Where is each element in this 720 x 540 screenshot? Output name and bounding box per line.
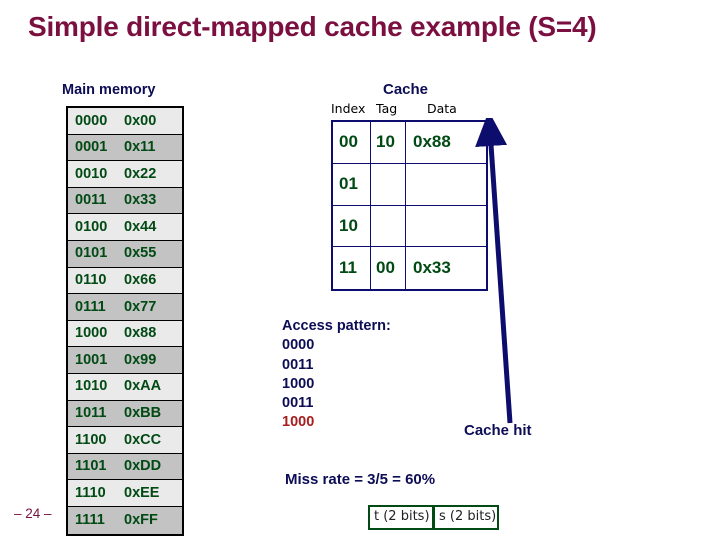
- memory-row: 1111 0xFF: [68, 506, 182, 534]
- memory-address: 1011: [75, 405, 107, 422]
- memory-address: 0011: [75, 192, 107, 209]
- memory-row: 1001 0x99: [68, 347, 182, 374]
- memory-value: 0xBB: [124, 405, 162, 422]
- memory-value: 0x55: [124, 245, 157, 262]
- memory-row: 1101 0xDD: [68, 453, 182, 481]
- memory-value: 0x88: [124, 325, 157, 342]
- cache-tag: [371, 205, 406, 247]
- access-pattern-item: 0011: [282, 356, 314, 373]
- memory-row: 0001 0x11: [68, 134, 182, 162]
- page-number: – 24 –: [14, 506, 52, 521]
- cache-index: 10: [333, 205, 371, 247]
- memory-value: 0x22: [124, 165, 157, 182]
- memory-row: 0100 0x44: [68, 214, 182, 241]
- memory-row: 0011 0x33: [68, 187, 182, 215]
- main-memory-table: 0000 0x00 0001 0x11 0010 0x22 0011 0x33 0100 0x44…: [66, 106, 184, 536]
- set-bitfield-box: s (2 bits): [434, 505, 499, 530]
- cache-row: 10: [333, 205, 486, 248]
- cache-tag: 10: [371, 122, 406, 163]
- memory-value: 0xDD: [124, 458, 162, 475]
- memory-value: 0x77: [124, 298, 157, 315]
- access-pattern-block: Access pattern: 0000 0011 1000 0011 1000: [282, 317, 391, 433]
- memory-value: 0x44: [124, 218, 157, 235]
- tag-bitfield-box: t (2 bits): [368, 505, 434, 530]
- cache-hit-arrow-icon: [475, 118, 513, 424]
- miss-rate-text: Miss rate = 3/5 = 60%: [285, 471, 436, 488]
- memory-address: 0000: [75, 112, 108, 129]
- memory-value: 0xCC: [124, 431, 162, 448]
- cache-index: 11: [333, 247, 371, 289]
- main-memory-label: Main memory: [62, 82, 156, 98]
- access-pattern-item-hit: 1000: [282, 414, 315, 431]
- memory-row: 0110 0x66: [68, 267, 182, 295]
- page-title: Simple direct-mapped cache example (S=4): [28, 11, 597, 42]
- memory-row: 0101 0x55: [68, 240, 182, 268]
- memory-address: 1111: [75, 511, 105, 528]
- cache-header-data: Data: [427, 101, 457, 116]
- cache-hit-annotation: Cache hit: [464, 422, 532, 439]
- memory-address: 0111: [75, 298, 106, 315]
- memory-row: 1100 0xCC: [68, 427, 182, 454]
- access-pattern-item: 0000: [282, 337, 315, 354]
- memory-row: 1011 0xBB: [68, 400, 182, 428]
- memory-row: 1110 0xEE: [68, 480, 182, 507]
- memory-address: 0101: [75, 245, 108, 262]
- memory-address: 0010: [75, 165, 108, 182]
- memory-value: 0xFF: [124, 511, 158, 528]
- cache-header-index: Index: [331, 101, 366, 116]
- memory-value: 0x00: [124, 112, 157, 129]
- memory-value: 0x99: [124, 351, 157, 368]
- access-pattern-title: Access pattern:: [282, 318, 391, 334]
- cache-data: 0x88: [413, 132, 451, 152]
- memory-row: 1000 0x88: [68, 320, 182, 348]
- cache-tag: 00: [371, 247, 406, 289]
- cache-column-headers: Index Tag Data: [331, 101, 489, 117]
- cache-data: 0x33: [413, 258, 451, 278]
- access-pattern-item: 0011: [282, 395, 314, 412]
- memory-address: 0001: [75, 139, 108, 156]
- cache-header-tag: Tag: [376, 101, 398, 116]
- memory-value: 0x33: [124, 192, 157, 209]
- memory-row: 0000 0x00: [68, 108, 182, 135]
- memory-value: 0xEE: [124, 484, 160, 501]
- cache-row: 01: [333, 163, 486, 206]
- memory-value: 0x11: [124, 139, 156, 156]
- memory-row: 0010 0x22: [68, 161, 182, 188]
- address-bitfield-diagram: t (2 bits) s (2 bits): [368, 505, 499, 530]
- cache-index: 01: [333, 163, 371, 205]
- cache-tag: [371, 163, 406, 205]
- access-pattern-item: 1000: [282, 375, 315, 392]
- memory-row: 0111 0x77: [68, 294, 182, 321]
- cache-label: Cache: [383, 81, 429, 98]
- memory-address: 0110: [75, 272, 107, 289]
- memory-address: 1000: [75, 325, 108, 342]
- memory-address: 1101: [75, 458, 107, 475]
- memory-value: 0xAA: [124, 378, 162, 395]
- memory-address: 0100: [75, 218, 108, 235]
- cache-index: 00: [333, 122, 371, 163]
- memory-address: 1010: [75, 378, 108, 395]
- memory-row: 1010 0xAA: [68, 373, 182, 401]
- memory-address: 1100: [75, 431, 107, 448]
- memory-address: 1110: [75, 484, 106, 501]
- memory-address: 1001: [75, 351, 108, 368]
- memory-value: 0x66: [124, 272, 157, 289]
